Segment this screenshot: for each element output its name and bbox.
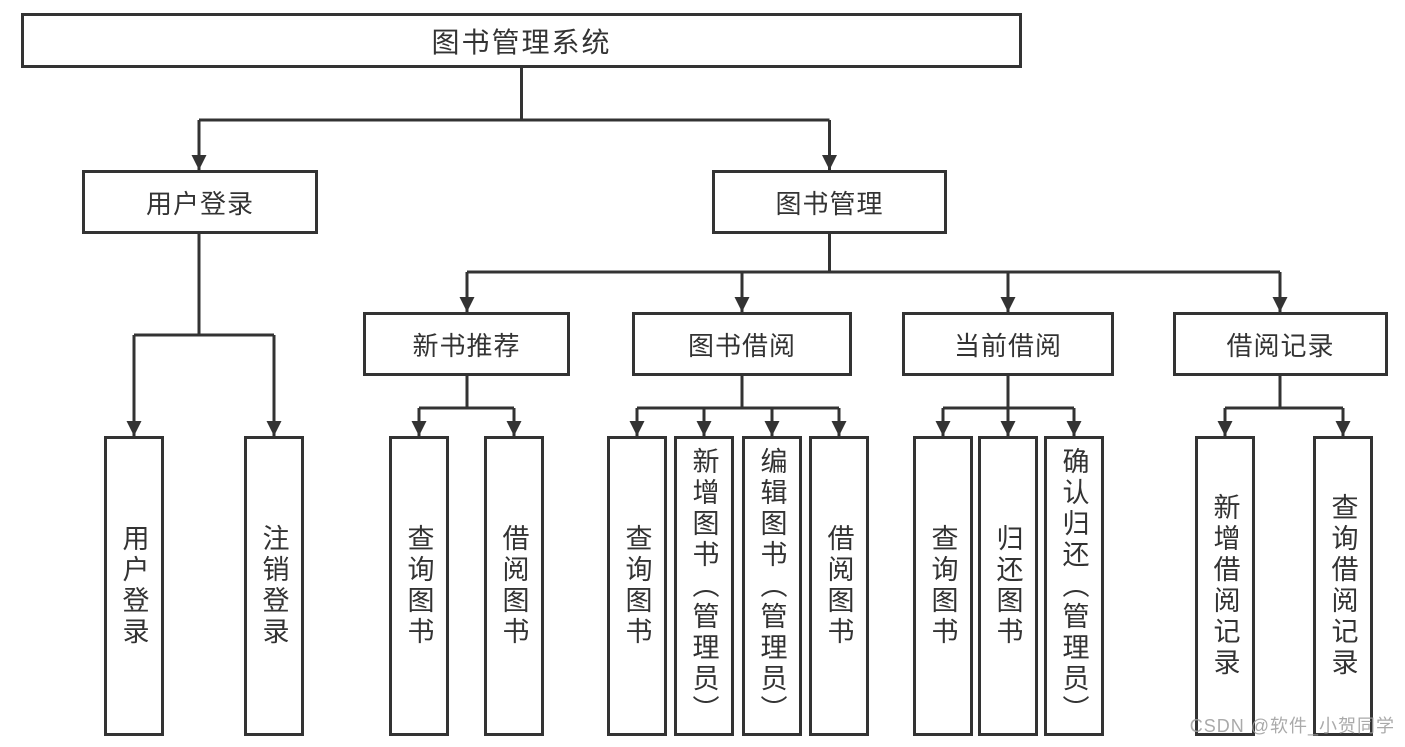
- node-new-book-recommendation: 新书推荐: [363, 312, 570, 376]
- leaf-confirm-return-admin: 确认归还（管理员）: [1044, 436, 1104, 736]
- leaf-return-books: 归还图书: [978, 436, 1038, 736]
- leaf-query-books-borrow: 查询图书: [607, 436, 667, 736]
- node-library-management-system: 图书管理系统: [21, 13, 1022, 68]
- leaf-logout: 注销登录: [244, 436, 304, 736]
- leaf-query-books-current: 查询图书: [913, 436, 973, 736]
- leaf-add-borrow-record: 新增借阅记录: [1195, 436, 1255, 736]
- leaf-add-books-admin: 新增图书（管理员）: [674, 436, 734, 736]
- node-current-borrowing: 当前借阅: [902, 312, 1114, 376]
- leaf-edit-books-admin: 编辑图书（管理员）: [742, 436, 802, 736]
- leaf-query-books-recommend: 查询图书: [389, 436, 449, 736]
- csdn-watermark: CSDN @软件_小贺同学: [1189, 716, 1395, 736]
- leaf-borrow-books-recommend: 借阅图书: [484, 436, 544, 736]
- node-borrowing-records: 借阅记录: [1173, 312, 1388, 376]
- leaf-query-borrow-record: 查询借阅记录: [1313, 436, 1373, 736]
- leaf-user-login: 用户登录: [104, 436, 164, 736]
- leaf-borrow-books: 借阅图书: [809, 436, 869, 736]
- node-book-management: 图书管理: [712, 170, 947, 234]
- node-book-borrowing: 图书借阅: [632, 312, 852, 376]
- node-user-login: 用户登录: [82, 170, 318, 234]
